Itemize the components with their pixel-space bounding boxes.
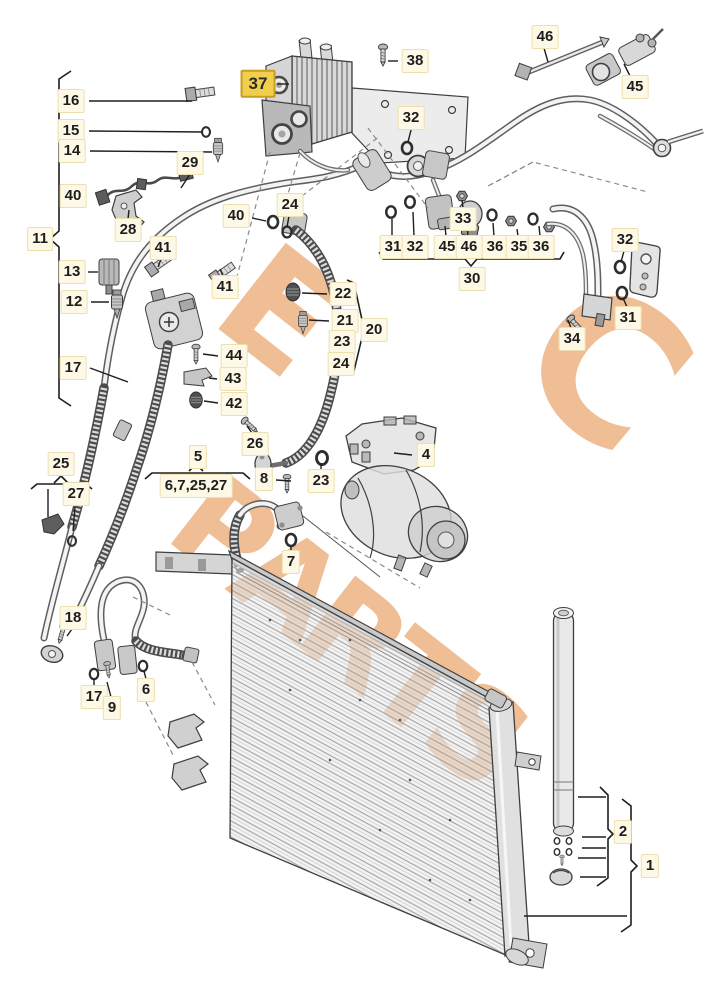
clip-43: [183, 367, 213, 387]
connector-25: [41, 513, 65, 535]
part-label-17-49[interactable]: 17: [80, 685, 108, 709]
part-label-25-45[interactable]: 25: [47, 452, 75, 476]
part-label-32-16[interactable]: 32: [397, 106, 425, 130]
part-label-5-41[interactable]: 5: [188, 445, 208, 469]
part-label-7-47[interactable]: 7: [281, 550, 301, 574]
right-pipe-assembly: [545, 204, 661, 337]
part-label-1-53[interactable]: 1: [640, 854, 660, 878]
part-label-24-18[interactable]: 24: [276, 193, 304, 217]
small-parts: [41, 83, 414, 547]
screw-38: [377, 43, 389, 67]
part-label-17-7[interactable]: 17: [59, 356, 87, 380]
heat-exchanger-37: [261, 37, 469, 164]
part-label-22-31[interactable]: 22: [329, 282, 357, 306]
part-label-38-13[interactable]: 38: [401, 49, 429, 73]
part-label-41-10[interactable]: 41: [149, 236, 177, 260]
part-label-6-51[interactable]: 6: [136, 678, 156, 702]
main-pipe: [40, 95, 704, 642]
hose-to-junction: [72, 340, 173, 620]
bolt-16: [184, 83, 216, 103]
valve-14: [212, 137, 224, 163]
grommet-22: [285, 282, 301, 302]
part-label-42-38[interactable]: 42: [220, 392, 248, 416]
part-label-32-28[interactable]: 32: [611, 228, 639, 252]
part-label-23-33[interactable]: 23: [328, 330, 356, 354]
part-label-20-35[interactable]: 20: [360, 318, 388, 342]
clamp-45: [585, 28, 664, 86]
part-label-40-17[interactable]: 40: [222, 204, 250, 228]
part-label-9-50[interactable]: 9: [102, 696, 122, 720]
part-label-45-15[interactable]: 45: [621, 75, 649, 99]
compressor: [340, 415, 469, 578]
condenser: [155, 549, 548, 969]
part-label-46-14[interactable]: 46: [531, 25, 559, 49]
part-label-46-23[interactable]: 46: [455, 235, 483, 259]
strap-46: [514, 36, 610, 81]
part-label-29-8[interactable]: 29: [176, 151, 204, 175]
part-label-12-6[interactable]: 12: [60, 290, 88, 314]
junction-valve-block: [144, 288, 204, 350]
part-label-28-9[interactable]: 28: [114, 218, 142, 242]
part-label-18-48[interactable]: 18: [59, 606, 87, 630]
part-label-8-43[interactable]: 8: [254, 467, 274, 491]
part-label-30-27[interactable]: 30: [458, 267, 486, 291]
part-label-6-7-25-27-42[interactable]: 6,7,25,27: [159, 474, 233, 498]
grommet-42: [189, 391, 203, 409]
leader-lines: [47, 47, 631, 917]
part-label-34-30[interactable]: 34: [558, 327, 586, 351]
part-label-27-46[interactable]: 27: [62, 482, 90, 506]
part-label-37-12[interactable]: 37: [240, 69, 276, 99]
part-label-41-11[interactable]: 41: [211, 275, 239, 299]
drier-2: [549, 607, 575, 886]
part-label-31-29[interactable]: 31: [614, 306, 642, 330]
bottom-left-fittings: [40, 576, 200, 681]
dashed-lines: [132, 127, 649, 758]
part-label-11-4[interactable]: 11: [27, 227, 53, 251]
part-label-36-26[interactable]: 36: [527, 235, 555, 259]
part-label-13-5[interactable]: 13: [58, 260, 86, 284]
part-label-32-21[interactable]: 32: [401, 235, 429, 259]
part-label-24-34[interactable]: 24: [327, 352, 355, 376]
part-label-26-39[interactable]: 26: [241, 432, 269, 456]
part-label-33-19[interactable]: 33: [449, 207, 477, 231]
part-label-21-32[interactable]: 21: [331, 309, 359, 333]
part-label-40-3[interactable]: 40: [59, 184, 87, 208]
part-label-43-37[interactable]: 43: [219, 367, 247, 391]
part-label-2-52[interactable]: 2: [613, 820, 633, 844]
part-label-16-0[interactable]: 16: [57, 89, 85, 113]
part-label-36-24[interactable]: 36: [481, 235, 509, 259]
part-label-14-2[interactable]: 14: [58, 139, 86, 163]
part-label-23-44[interactable]: 23: [307, 469, 335, 493]
part-label-44-36[interactable]: 44: [220, 344, 248, 368]
part-label-4-40[interactable]: 4: [416, 443, 436, 467]
